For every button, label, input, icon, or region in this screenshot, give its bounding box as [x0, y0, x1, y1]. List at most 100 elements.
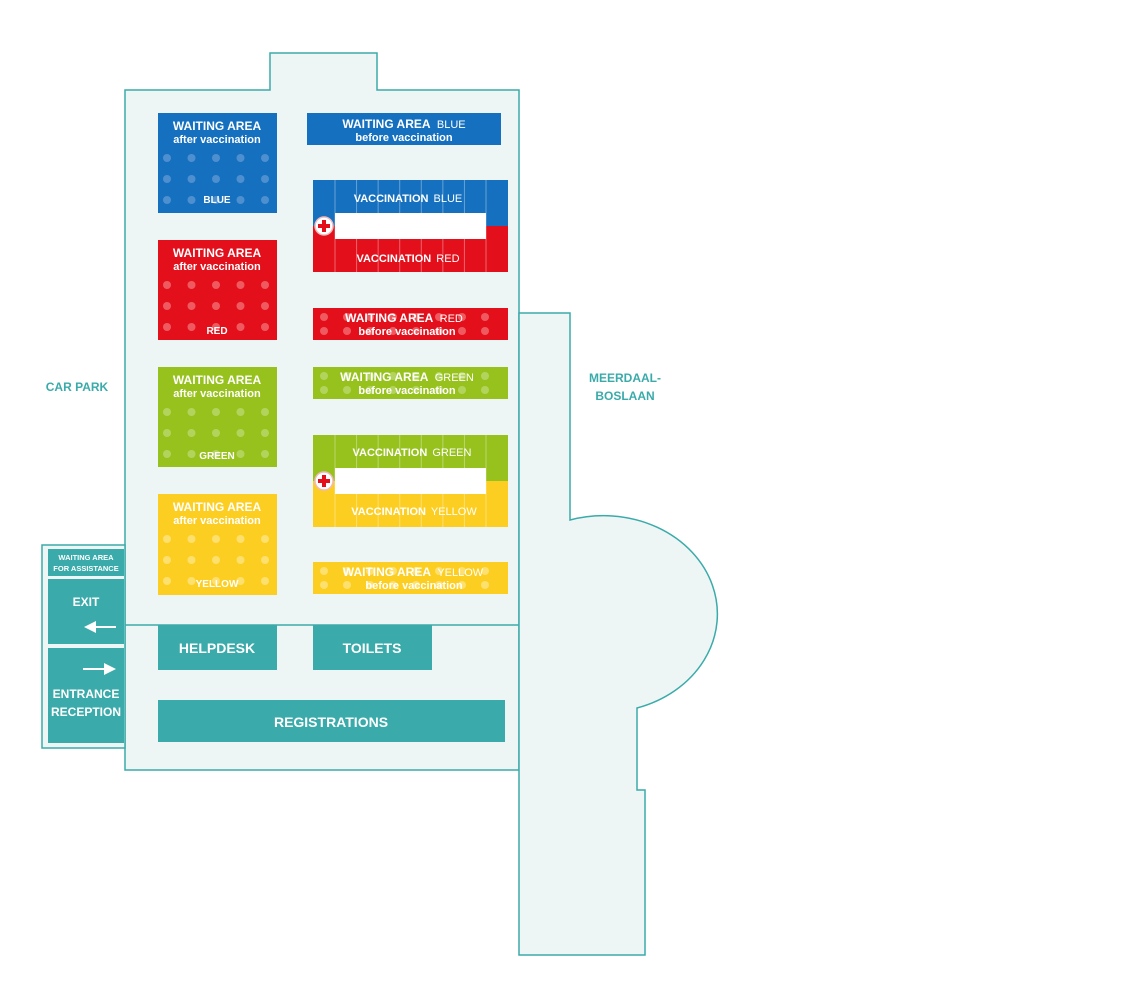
svg-text:WAITING AREA: WAITING AREA — [58, 553, 114, 562]
svg-text:BLUE: BLUE — [203, 195, 231, 206]
seat-dot — [481, 581, 489, 589]
seat-dot — [261, 154, 269, 162]
seat-dot — [187, 450, 196, 458]
seat-dot — [163, 196, 171, 204]
seat-dot — [320, 567, 328, 575]
seat-dot — [261, 175, 269, 183]
svg-text:WAITING AREA GREEN: WAITING AREA GREEN — [340, 370, 474, 384]
seat-dot — [187, 281, 196, 289]
svg-text:GREEN: GREEN — [199, 451, 235, 462]
seat-dot — [212, 408, 220, 416]
seat-dot — [163, 429, 171, 437]
svg-text:after vaccination: after vaccination — [173, 515, 261, 527]
seat-grid — [320, 567, 489, 589]
svg-text:before vaccination: before vaccination — [358, 326, 455, 338]
seat-dot — [343, 386, 351, 394]
seat-dot — [435, 386, 443, 394]
seat-dot — [435, 581, 443, 589]
car-park-label: CAR PARK — [46, 380, 109, 394]
seat-dot — [236, 175, 245, 183]
seat-dot — [412, 327, 420, 335]
entrance-reception[interactable]: ENTRANCE RECEPTION — [48, 648, 124, 743]
seat-dot — [236, 154, 245, 162]
seat-dot — [261, 302, 269, 310]
svg-text:after vaccination: after vaccination — [173, 261, 261, 273]
seat-dot — [236, 535, 245, 543]
seat-dot — [412, 567, 420, 575]
first-aid-cross-icon — [314, 216, 334, 236]
svg-text:WAITING AREA: WAITING AREA — [173, 373, 262, 387]
seat-dot — [163, 408, 171, 416]
seat-dot — [320, 386, 328, 394]
exit-door[interactable]: EXIT — [48, 579, 124, 644]
seat-dot — [236, 577, 245, 585]
seat-dot — [389, 581, 397, 589]
meerdaal-label-line1: MEERDAAL- — [589, 371, 661, 385]
seat-dot — [163, 450, 171, 458]
svg-text:REGISTRATIONS: REGISTRATIONS — [274, 714, 388, 730]
seat-dot — [261, 556, 269, 564]
seat-dot — [343, 372, 351, 380]
seat-dot — [458, 386, 466, 394]
waiting-area-after-green: WAITING AREA after vaccination GREEN — [158, 367, 277, 467]
seat-dot — [389, 386, 397, 394]
seat-dot — [412, 581, 420, 589]
waiting-area-after-red: WAITING AREA after vaccination RED — [158, 240, 277, 340]
seat-dot — [366, 313, 374, 321]
seat-dot — [343, 581, 351, 589]
waiting-area-before-red: WAITING AREA RED before vaccination — [313, 308, 508, 340]
seat-dot — [236, 450, 245, 458]
seat-grid — [163, 281, 269, 331]
seat-dot — [236, 196, 245, 204]
svg-text:VACCINATION RED: VACCINATION RED — [356, 253, 459, 265]
seat-dot — [163, 154, 171, 162]
seat-dot — [236, 408, 245, 416]
meerdaal-label-line2: BOSLAAN — [595, 389, 654, 403]
seat-dot — [435, 567, 443, 575]
svg-text:before vaccination: before vaccination — [358, 385, 455, 397]
seat-dot — [320, 327, 328, 335]
seat-dot — [236, 281, 245, 289]
svg-text:after vaccination: after vaccination — [173, 134, 261, 146]
seat-dot — [212, 302, 220, 310]
seat-dot — [261, 408, 269, 416]
svg-text:EXIT: EXIT — [73, 595, 100, 609]
seat-dot — [212, 450, 220, 458]
seat-dot — [481, 372, 489, 380]
svg-text:VACCINATION GREEN: VACCINATION GREEN — [353, 447, 472, 459]
seat-grid — [320, 313, 489, 335]
registrations[interactable]: REGISTRATIONS — [158, 700, 505, 742]
seat-dot — [187, 577, 196, 585]
seat-dot — [212, 429, 220, 437]
seat-dot — [458, 567, 466, 575]
waiting-area-after-blue: WAITING AREA after vaccination BLUE — [158, 113, 277, 213]
svg-text:HELPDESK: HELPDESK — [179, 640, 255, 656]
toilets[interactable]: TOILETS — [313, 625, 432, 670]
svg-text:before vaccination: before vaccination — [355, 132, 452, 144]
seat-dot — [366, 386, 374, 394]
svg-text:after vaccination: after vaccination — [173, 388, 261, 400]
seat-dot — [187, 556, 196, 564]
seat-dot — [458, 372, 466, 380]
seat-dot — [212, 323, 220, 331]
seat-dot — [389, 567, 397, 575]
seat-dot — [389, 327, 397, 335]
seat-dot — [261, 323, 269, 331]
seat-dot — [343, 327, 351, 335]
helpdesk[interactable]: HELPDESK — [158, 625, 277, 670]
svg-text:ENTRANCE: ENTRANCE — [53, 687, 120, 701]
svg-text:before vaccination: before vaccination — [365, 580, 462, 592]
seat-grid — [163, 154, 269, 204]
svg-text:WAITING AREA: WAITING AREA — [173, 119, 262, 133]
svg-text:YELLOW: YELLOW — [196, 579, 239, 590]
east-wing-outline — [518, 312, 719, 956]
seat-grid — [163, 408, 269, 458]
seat-dot — [261, 535, 269, 543]
seat-dot — [163, 323, 171, 331]
seat-dot — [366, 581, 374, 589]
svg-text:WAITING AREA BLUE: WAITING AREA BLUE — [342, 117, 465, 131]
seat-dot — [212, 577, 220, 585]
svg-text:TOILETS: TOILETS — [343, 640, 402, 656]
svg-text:WAITING AREA: WAITING AREA — [173, 246, 262, 260]
seat-dot — [187, 408, 196, 416]
